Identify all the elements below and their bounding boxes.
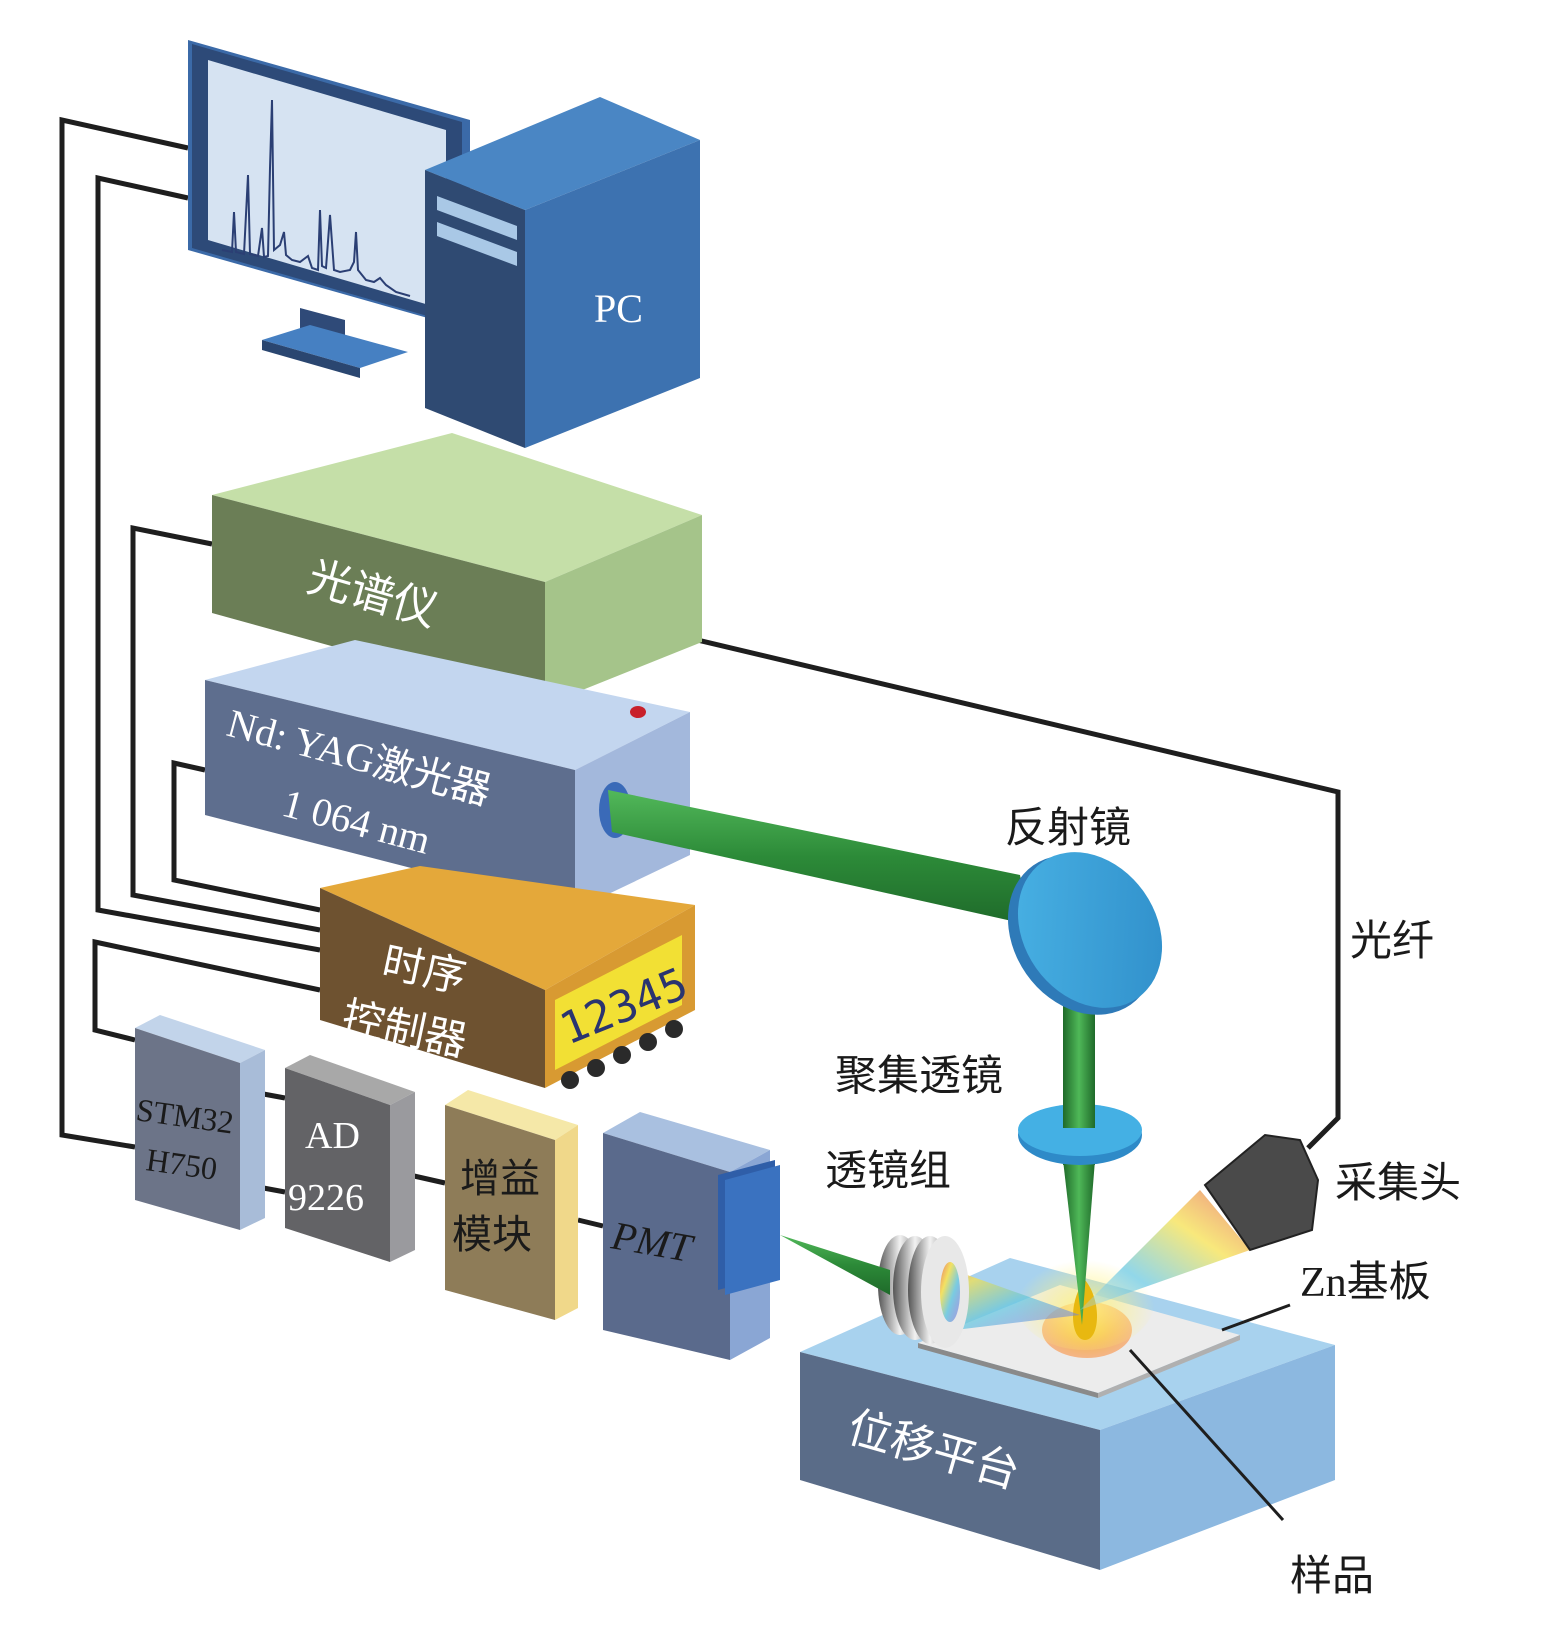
gain-label-line2: 模块	[452, 1212, 532, 1257]
focusing-lens	[1018, 1100, 1142, 1165]
emission-cone-to-collector	[1080, 1190, 1250, 1310]
nd-yag-laser: Nd: YAG激光器 1 064 nm	[205, 640, 690, 910]
timing-controller: 12345 时序 控制器	[320, 866, 695, 1089]
label-sample: 样品	[1290, 1554, 1374, 1600]
stm32-board: STM32 H750	[134, 1015, 265, 1230]
wire-adc-gain	[413, 1173, 446, 1186]
monitor-screen	[208, 60, 446, 310]
pmt: PMT	[603, 1112, 780, 1360]
spectrum-trace	[221, 99, 411, 297]
label-collection-head: 采集头	[1335, 1161, 1461, 1207]
drive-bay	[437, 196, 517, 240]
annotations: 反射镜 聚集透镜 透镜组 光纤 采集头 Zn基板 样品	[825, 805, 1461, 1600]
leader-substrate	[1221, 1303, 1291, 1332]
wire-timing-stm32	[92, 938, 321, 1043]
label-lens-group: 透镜组	[825, 1148, 951, 1195]
reflecting-mirror	[1007, 852, 1163, 1015]
drive-bay	[437, 222, 517, 266]
gain-module: 增益 模块	[445, 1090, 578, 1320]
gain-label-line1: 增益	[460, 1156, 540, 1201]
label-focusing-lens: 聚集透镜	[835, 1053, 1003, 1100]
ad9226-adc: AD 9226	[285, 1055, 415, 1262]
monitor-base	[262, 325, 408, 368]
wire-pc-stm32	[59, 116, 189, 1150]
label-mirror: 反射镜	[1005, 805, 1131, 852]
spectrometer: 光谱仪	[212, 433, 702, 705]
pc-monitor	[188, 40, 470, 378]
wire-pc-timing	[95, 174, 321, 953]
pc-tower: PC	[425, 97, 700, 448]
collected-light-to-pmt	[780, 1235, 890, 1295]
label-fiber: 光纤	[1350, 919, 1434, 965]
leader-sample	[1128, 1348, 1285, 1522]
lcd-display	[555, 935, 682, 1070]
pc-label: PC	[594, 286, 643, 331]
wire-laser-timing	[171, 759, 321, 913]
wire-spectrometer-timing	[130, 524, 321, 933]
control-knobs	[561, 1020, 683, 1089]
label-substrate: Zn基板	[1300, 1260, 1431, 1306]
power-indicator	[630, 706, 646, 718]
wire-gain-pmt	[577, 1217, 604, 1229]
collection-head	[1203, 1133, 1320, 1252]
lens-group	[780, 1235, 969, 1348]
adc-label-line1: AD	[305, 1115, 360, 1157]
adc-label-line2: 9226	[288, 1177, 364, 1219]
optical-fiber	[629, 621, 1341, 1150]
